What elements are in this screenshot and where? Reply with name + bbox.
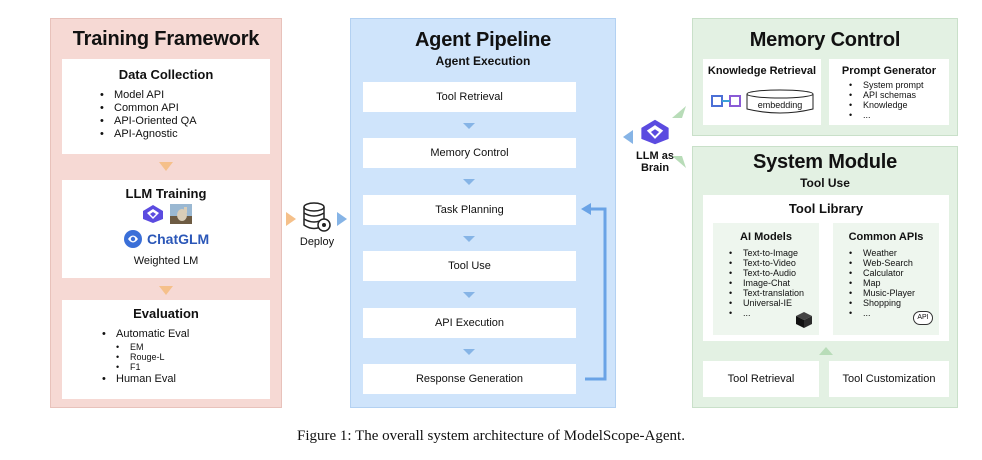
- list-item: Map: [847, 278, 939, 288]
- common-apis-box: Common APIs Weather Web-Search Calculato…: [833, 223, 939, 335]
- evaluation-metrics-list: EM Rouge-L F1: [114, 342, 270, 372]
- list-item: Knowledge: [847, 100, 949, 110]
- evaluation-title: Evaluation: [133, 306, 199, 321]
- tool-customization-box: Tool Customization: [829, 361, 949, 397]
- list-item: Universal-IE: [727, 298, 819, 308]
- pipeline-step-task-planning: Task Planning: [363, 195, 576, 225]
- list-item: ...: [847, 308, 939, 318]
- llm-brain-logo-icon: [641, 119, 669, 145]
- list-item: Human Eval: [100, 373, 270, 386]
- llm-training-title: LLM Training: [125, 186, 207, 201]
- list-item: Automatic Eval: [100, 328, 270, 341]
- llm-as-brain-label: LLM as Brain: [628, 150, 682, 174]
- ai-models-box: AI Models Text-to-Image Text-to-Video Te…: [713, 223, 819, 335]
- agent-execution-subtitle: Agent Execution: [435, 54, 531, 68]
- data-collection-list: Model API Common API API-Oriented QA API…: [98, 89, 270, 141]
- down-arrow-icon: [159, 162, 173, 171]
- down-arrow-icon: [463, 236, 475, 242]
- list-item: ...: [847, 110, 949, 120]
- data-collection-title: Data Collection: [118, 67, 214, 82]
- list-item: System prompt: [847, 80, 949, 90]
- up-arrow-icon: [819, 347, 833, 355]
- tool-retrieval-box: Tool Retrieval: [703, 361, 819, 397]
- list-item: Text-to-Image: [727, 248, 819, 258]
- system-module-title: System Module: [752, 151, 898, 173]
- knowledge-retrieval-card: Knowledge Retrieval embedding: [703, 59, 821, 125]
- tool-use-subtitle: Tool Use: [800, 176, 850, 190]
- knowledge-retrieval-title: Knowledge Retrieval: [707, 65, 817, 77]
- llm-training-card: LLM Training ChatGLM Weighted LM: [62, 180, 270, 278]
- up-right-arrow-icon: [672, 106, 686, 118]
- common-apis-title: Common APIs: [848, 231, 924, 243]
- memory-control-panel: Memory Control Knowledge Retrieval embed…: [692, 18, 958, 136]
- embedding-label: embedding: [757, 100, 803, 110]
- common-apis-list: Weather Web-Search Calculator Map Music-…: [847, 248, 939, 318]
- down-arrow-icon: [463, 123, 475, 129]
- data-collection-card: Data Collection Model API Common API API…: [62, 59, 270, 154]
- embedding-database-icon: [746, 89, 814, 114]
- list-item: EM: [114, 342, 270, 352]
- agent-pipeline-panel: Agent Pipeline Agent Execution Tool Retr…: [350, 18, 616, 408]
- cube-icon: [796, 312, 812, 328]
- pipeline-step-response-generation: Response Generation: [363, 364, 576, 394]
- chatglm-logo-icon: [124, 230, 142, 248]
- figure-caption: Figure 1: The overall system architectur…: [297, 428, 685, 444]
- evaluation-human-list: Human Eval: [100, 373, 270, 386]
- list-item: API-Oriented QA: [98, 115, 270, 128]
- evaluation-card: Evaluation Automatic Eval EM Rouge-L F1 …: [62, 300, 270, 399]
- down-arrow-icon: [463, 292, 475, 298]
- list-item: Image-Chat: [727, 278, 819, 288]
- list-item: Text-to-Audio: [727, 268, 819, 278]
- embedding-chain-icon: [711, 95, 741, 107]
- prompt-generator-title: Prompt Generator: [841, 65, 937, 77]
- prompt-generator-card: Prompt Generator System prompt API schem…: [829, 59, 949, 125]
- pipeline-step-tool-use: Tool Use: [363, 251, 576, 281]
- list-item: API schemas: [847, 90, 949, 100]
- chatglm-label: ChatGLM: [147, 231, 210, 247]
- down-arrow-icon: [159, 286, 173, 295]
- pipeline-step-memory-control: Memory Control: [363, 138, 576, 168]
- down-arrow-icon: [463, 349, 475, 355]
- ai-models-title: AI Models: [740, 231, 792, 243]
- pipeline-step-api-execution: API Execution: [363, 308, 576, 338]
- prompt-generator-list: System prompt API schemas Knowledge ...: [847, 80, 949, 120]
- tool-library-card: Tool Library AI Models Text-to-Image Tex…: [703, 195, 949, 341]
- right-arrow-icon: [286, 212, 296, 226]
- qwen-logo-icon: [143, 205, 163, 223]
- training-framework-title: Training Framework: [72, 28, 260, 50]
- list-item: Text-to-Video: [727, 258, 819, 268]
- deploy-label: Deploy: [299, 236, 335, 248]
- list-item: Text-translation: [727, 288, 819, 298]
- list-item: F1: [114, 362, 270, 372]
- list-item: Model API: [98, 89, 270, 102]
- list-item: Common API: [98, 102, 270, 115]
- database-gear-icon: [303, 202, 331, 232]
- pipeline-step-tool-retrieval: Tool Retrieval: [363, 82, 576, 112]
- api-cloud-icon: API: [913, 311, 933, 325]
- left-arrow-icon: [623, 130, 633, 144]
- down-arrow-icon: [463, 179, 475, 185]
- memory-control-title: Memory Control: [749, 29, 901, 51]
- list-item: Calculator: [847, 268, 939, 278]
- ai-models-list: Text-to-Image Text-to-Video Text-to-Audi…: [727, 248, 819, 318]
- list-item: Web-Search: [847, 258, 939, 268]
- agent-pipeline-title: Agent Pipeline: [414, 29, 552, 51]
- list-item: Music-Player: [847, 288, 939, 298]
- training-framework-panel: Training Framework Data Collection Model…: [50, 18, 282, 408]
- right-arrow-icon: [337, 212, 347, 226]
- list-item: Weather: [847, 248, 939, 258]
- list-item: Shopping: [847, 298, 939, 308]
- brain-label: Brain: [640, 162, 670, 174]
- tool-library-title: Tool Library: [788, 201, 864, 216]
- llama-photo-icon: [170, 204, 192, 224]
- llm-as-label: LLM as: [636, 150, 674, 162]
- feedback-loop-arrow-icon: [581, 203, 607, 381]
- list-item: ...: [727, 308, 819, 318]
- list-item: API-Agnostic: [98, 128, 270, 141]
- list-item: Rouge-L: [114, 352, 270, 362]
- evaluation-list: Automatic Eval: [100, 328, 270, 341]
- down-right-arrow-icon: [672, 156, 686, 168]
- weighted-lm-label: Weighted LM: [133, 255, 199, 267]
- system-module-panel: System Module Tool Use Tool Library AI M…: [692, 146, 958, 408]
